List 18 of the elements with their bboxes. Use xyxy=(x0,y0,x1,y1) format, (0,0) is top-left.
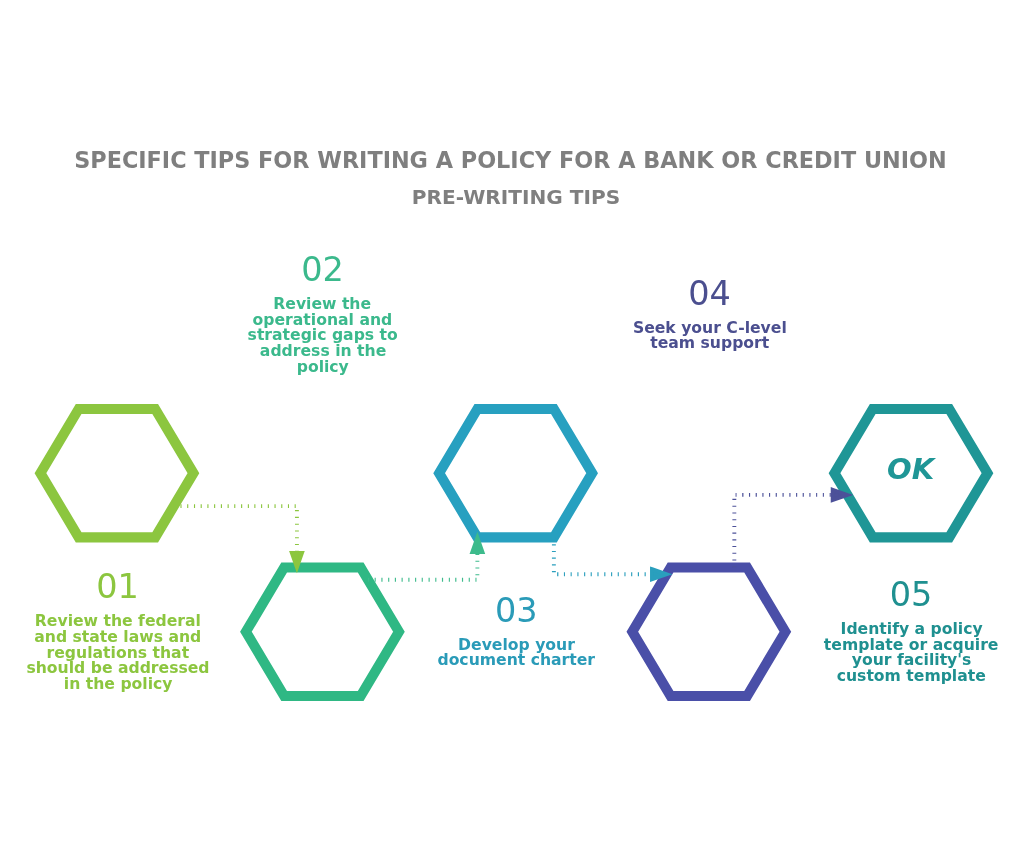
node-hexagon xyxy=(34,403,200,543)
node-label: 05 xyxy=(889,575,933,615)
arrow xyxy=(368,531,486,582)
node-label: Review the operational and strategic gaps to address in the policy xyxy=(247,294,398,376)
node-label: Review the federal and state laws and regulations that should be addressed in the policy xyxy=(26,611,210,693)
node-label: 03 xyxy=(494,590,538,630)
arrow xyxy=(732,487,854,568)
node-label: 04 xyxy=(688,273,731,313)
node-label: 01 xyxy=(96,567,139,607)
node-hexagon xyxy=(240,562,405,701)
node-label: Develop your document charter xyxy=(437,634,596,670)
node-hexagon xyxy=(433,403,598,543)
label: PRE-WRITING TIPS xyxy=(411,184,621,209)
node-label: Identify a policy template or acquire your facility's custom template xyxy=(823,619,999,686)
node-hexagon xyxy=(626,562,792,701)
diagram-title: SPECIFIC TIPS FOR WRITING A POLICY FOR A BANK OR CREDIT UNION xyxy=(74,146,947,173)
node-label: Seek your C-level team support xyxy=(632,317,787,353)
node-label: 02 xyxy=(301,250,344,290)
